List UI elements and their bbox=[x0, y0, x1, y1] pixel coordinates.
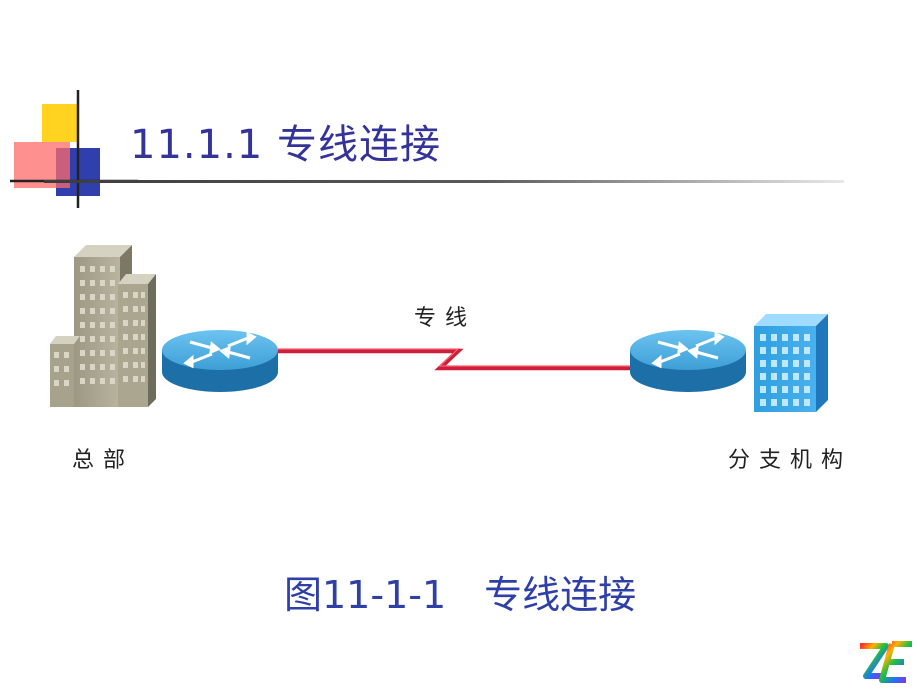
yellow-square bbox=[42, 104, 78, 142]
link-label: 专线 bbox=[414, 306, 477, 331]
router-icon bbox=[630, 330, 746, 392]
branch-label: 分支机构 bbox=[728, 448, 853, 473]
title-underline bbox=[44, 180, 844, 183]
headquarters-building-icon bbox=[50, 245, 156, 407]
logo-icon bbox=[860, 641, 912, 683]
leased-line-icon bbox=[278, 348, 630, 371]
router-icon bbox=[162, 330, 278, 392]
network-diagram bbox=[50, 245, 828, 412]
headquarters-label: 总部 bbox=[72, 448, 135, 473]
branch-building-icon bbox=[754, 314, 828, 412]
slide-title: 11.1.1 专线连接 bbox=[130, 122, 441, 168]
figure-caption: 图11-1-1 专线连接 bbox=[284, 573, 637, 617]
title-decoration bbox=[10, 90, 138, 208]
